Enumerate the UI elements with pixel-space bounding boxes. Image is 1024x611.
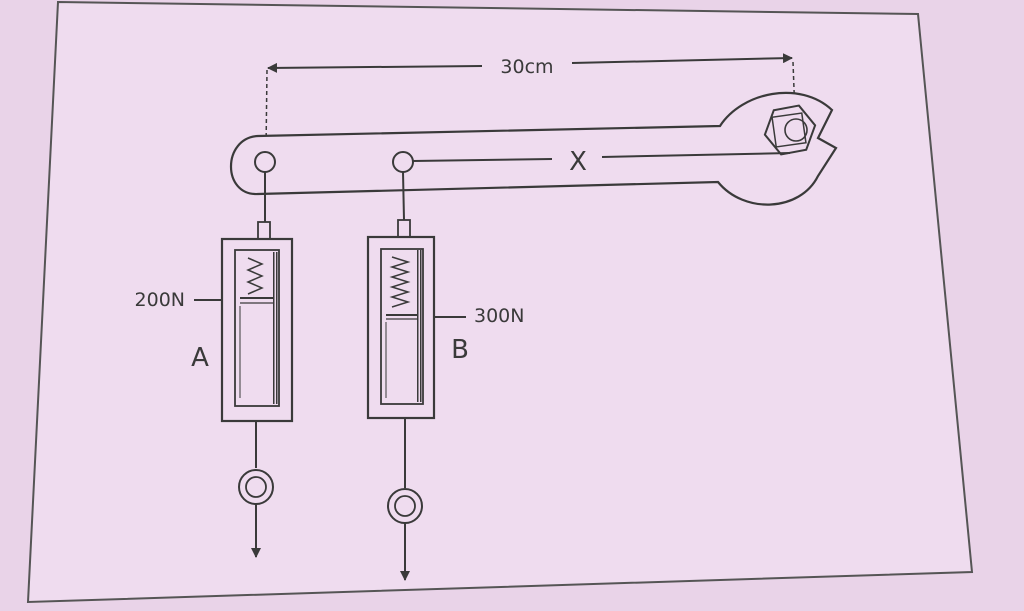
hole-b: [392, 151, 414, 173]
dimension-label: 30cm: [500, 56, 553, 78]
x-label: X: [569, 147, 587, 177]
spring-balance-b: [366, 171, 466, 581]
bolt-hole: [784, 118, 808, 142]
wrench: [229, 91, 838, 206]
wrench-handle: [229, 91, 838, 206]
bolt-square: [771, 112, 807, 148]
scale-a-label: A: [191, 343, 209, 373]
hole-a: [254, 151, 276, 173]
scale-b-reading: 300N: [474, 305, 524, 327]
x-distance-line: [412, 152, 791, 162]
spring-balance-a: [194, 172, 294, 558]
scale-a-reading: 200N: [135, 289, 185, 311]
scale-b-label: B: [451, 335, 469, 365]
